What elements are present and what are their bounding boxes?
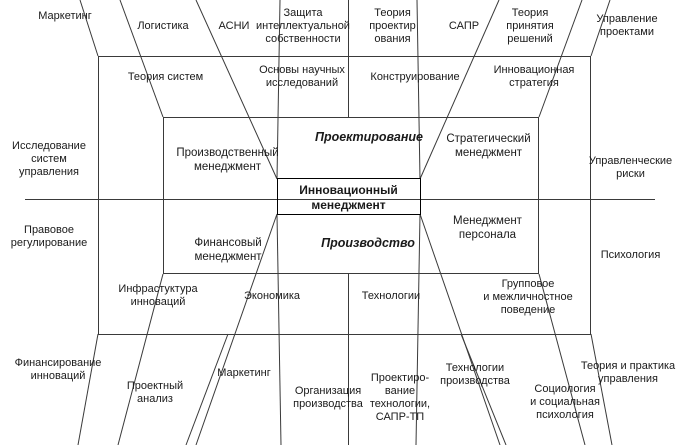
middle-label-research-basics: Основы научных исследований <box>259 64 345 89</box>
inner-label-strategic-management: Стратегический менеджмент <box>446 133 531 159</box>
outer-label-ip-protection: Защита интеллектуальной собственности <box>256 7 350 45</box>
outer-label-production-organization: Организация производства <box>293 385 363 410</box>
spoke-bottom-extra-l <box>185 333 229 445</box>
outer-label-project-management: Управление проектами <box>596 13 658 38</box>
core-label: Инновационный менеджмент <box>299 183 398 212</box>
spoke-corner-ll <box>117 273 164 445</box>
spoke-lr-1 <box>419 213 501 445</box>
middle-label-innovation-strategy: Инновационная стратегия <box>493 64 575 89</box>
middle-label-design-engineering: Конструирование <box>370 71 460 83</box>
spoke-outer-ul <box>79 0 99 57</box>
middle-label-group-behavior: Групповое и межличностное поведение <box>483 278 573 316</box>
spoke-corner-ul <box>119 0 164 118</box>
outer-label-legal-regulation: Правовое регулирование <box>10 224 88 249</box>
outer-label-marketing-bottom: Маркетинг <box>217 367 271 379</box>
inner-rectangle <box>163 117 539 274</box>
outer-label-cad: САПР <box>448 20 480 32</box>
outer-label-management-theory-practice: Теория и практика управления <box>580 360 676 385</box>
inner-label-financial-management: Финансовый менеджмент <box>194 237 262 263</box>
outer-label-production-technologies: Технологии производства <box>440 362 510 387</box>
inner-label-production-management: Производственный менеджмент <box>176 147 279 173</box>
outer-label-design-theory: Теория проектир ования <box>369 7 416 45</box>
phase-label-production: Производство <box>321 236 415 250</box>
spoke-corner-lr <box>538 273 586 445</box>
spoke-outer-ur <box>590 0 611 57</box>
middle-label-technologies: Технологии <box>361 290 421 302</box>
outer-label-project-analysis: Проектный анализ <box>126 380 184 405</box>
spoke-ll-2 <box>276 213 282 445</box>
outer-label-sociology: Социология и социальная психология <box>530 383 600 421</box>
spoke-lr-2 <box>415 213 421 445</box>
spoke-outer-lr <box>590 333 613 445</box>
middle-label-innovation-infrastructure: Инфрастуктура инноваций <box>118 283 198 308</box>
spoke-ll-1 <box>195 213 278 445</box>
spoke-bottom-extra-r <box>460 333 507 445</box>
spoke-corner-ur <box>538 0 583 118</box>
outer-label-marketing-top: Маркетинг <box>38 10 92 22</box>
outer-label-management-risks: Управленческие риски <box>588 155 673 180</box>
middle-label-systems-theory: Теория систем <box>127 71 204 83</box>
core-box <box>276 177 422 216</box>
spoke-ur-1 <box>419 0 500 180</box>
spoke-ul-1 <box>195 0 278 180</box>
outer-label-logistics: Логистика <box>137 20 189 32</box>
phase-label-design: Проектирование <box>314 130 424 144</box>
outer-label-psychology: Психология <box>600 249 661 261</box>
spoke-ul-2 <box>276 0 281 180</box>
outer-label-control-systems-research: Исследование систем управления <box>12 140 86 178</box>
outer-label-technology-design: Проектиро- вание технологии, САПР-ТП <box>369 372 431 423</box>
outer-label-asni: АСНИ <box>218 20 250 32</box>
outer-label-innovation-financing: Финансирование инноваций <box>14 357 102 382</box>
outer-rectangle <box>98 56 591 335</box>
spoke-outer-ll <box>77 333 99 445</box>
outer-label-decision-theory: Теория принятия решений <box>506 7 554 45</box>
middle-label-economics: Экономика <box>243 290 301 302</box>
inner-label-personnel-management: Менеджмент персонала <box>453 215 522 241</box>
spoke-ur-2 <box>416 0 421 180</box>
